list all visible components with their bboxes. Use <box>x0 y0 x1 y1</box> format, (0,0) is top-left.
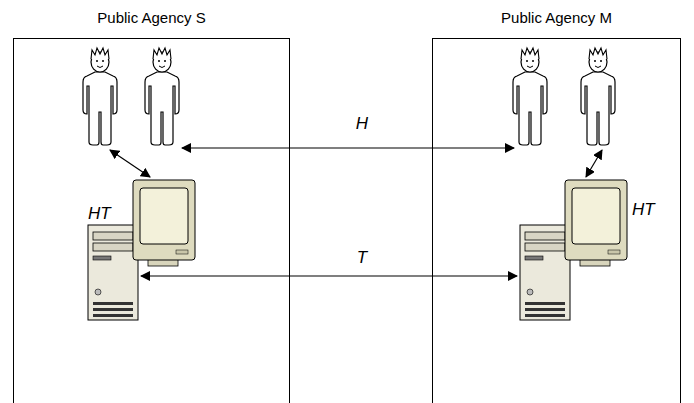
agency-box: Public Agency M <box>432 38 681 403</box>
arrow-line <box>182 147 514 148</box>
arrow-label: HT <box>86 204 113 224</box>
arrow-line <box>586 150 602 177</box>
agency-title: Public Agency M <box>433 9 680 26</box>
computer-icon <box>88 180 195 320</box>
agency-box: Public Agency S <box>13 38 290 403</box>
person-figure <box>145 48 179 145</box>
arrow-label: H <box>354 114 370 134</box>
person-figure <box>83 48 117 145</box>
person-figure <box>513 48 547 145</box>
person-figure <box>581 48 615 145</box>
arrow-label: T <box>355 248 369 268</box>
arrow-label: HT <box>630 200 657 220</box>
arrow-line <box>141 275 517 276</box>
agency-title: Public Agency S <box>14 9 289 26</box>
computer-icon <box>520 180 627 320</box>
arrow-line <box>110 150 150 177</box>
